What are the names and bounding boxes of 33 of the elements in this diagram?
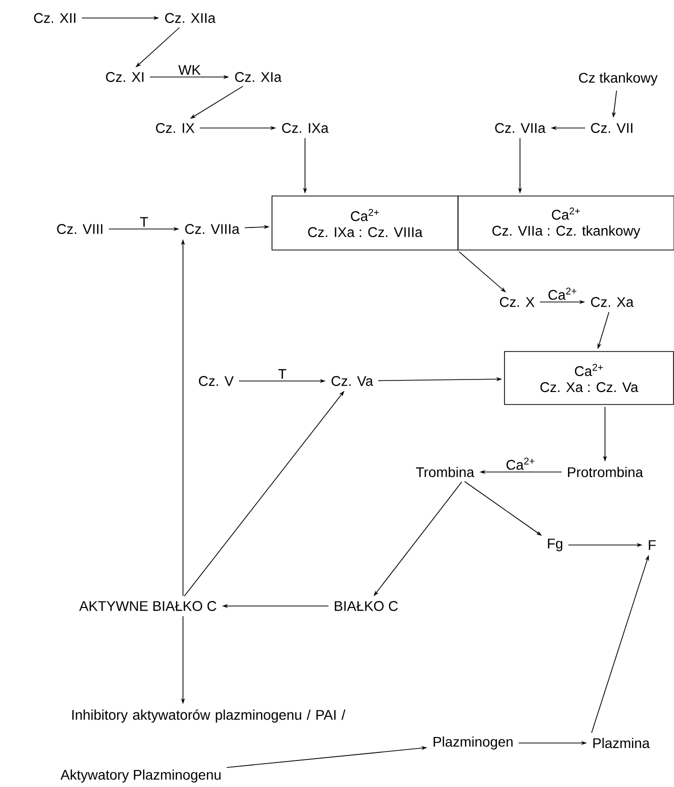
- factor-label: Trombina: [416, 466, 474, 478]
- edge-label: WK: [177, 64, 202, 76]
- complex-box: Ca$^{2+}$ Cz. Xa : Cz. Va: [504, 351, 674, 405]
- factor-label: Cz. IX: [156, 123, 194, 133]
- factor-label: Cz. X: [500, 297, 534, 307]
- factor-label: AKTYWNE BIAŁKO C: [79, 601, 216, 611]
- factor-label: Plazminogen: [434, 736, 513, 750]
- complex-box: Ca$^{2+}$ Cz. VIIa : Cz. tkankowy: [458, 196, 674, 250]
- factor-label: Cz. VIIa: [495, 123, 546, 133]
- factor-label: Cz. XI: [106, 72, 144, 82]
- edge-label: Ca$^{2+}$: [546, 286, 578, 301]
- factor-label: Cz. Va: [332, 376, 374, 386]
- factor-label: Cz. XIa: [235, 72, 282, 82]
- factor-label: Cz. VIIIa: [185, 224, 240, 234]
- edge-label: T: [138, 216, 150, 228]
- factor-label: Cz. XII: [34, 13, 76, 23]
- factor-label: Cz. IXa: [282, 123, 329, 133]
- factor-label: F: [648, 540, 656, 550]
- factor-label: Cz. VIII: [57, 224, 102, 234]
- factor-label: Fg: [548, 538, 562, 552]
- factor-label: Cz tkankowy: [579, 72, 658, 86]
- complex-box: Ca$^{2+}$ Cz. IXa : Cz. VIIIa: [272, 196, 458, 250]
- inhibitor-label: Inhibitory aktywatorów plazminogenu / PAI /: [72, 709, 346, 723]
- factor-label: Aktywatory Plazminogenu: [60, 769, 221, 783]
- factor-label: BIAŁKO C: [334, 601, 398, 611]
- factor-label: Cz. Xa: [591, 297, 634, 307]
- edge-label: T: [277, 368, 288, 380]
- factor-label: Cz. V: [198, 376, 234, 386]
- factor-label: Protrombina: [568, 466, 644, 478]
- factor-label: Cz. XIIa: [165, 13, 216, 23]
- factor-label: Cz. VII: [591, 123, 632, 133]
- edge-label: Ca$^{2+}$: [504, 456, 536, 471]
- factor-label: Plazmina: [593, 738, 650, 748]
